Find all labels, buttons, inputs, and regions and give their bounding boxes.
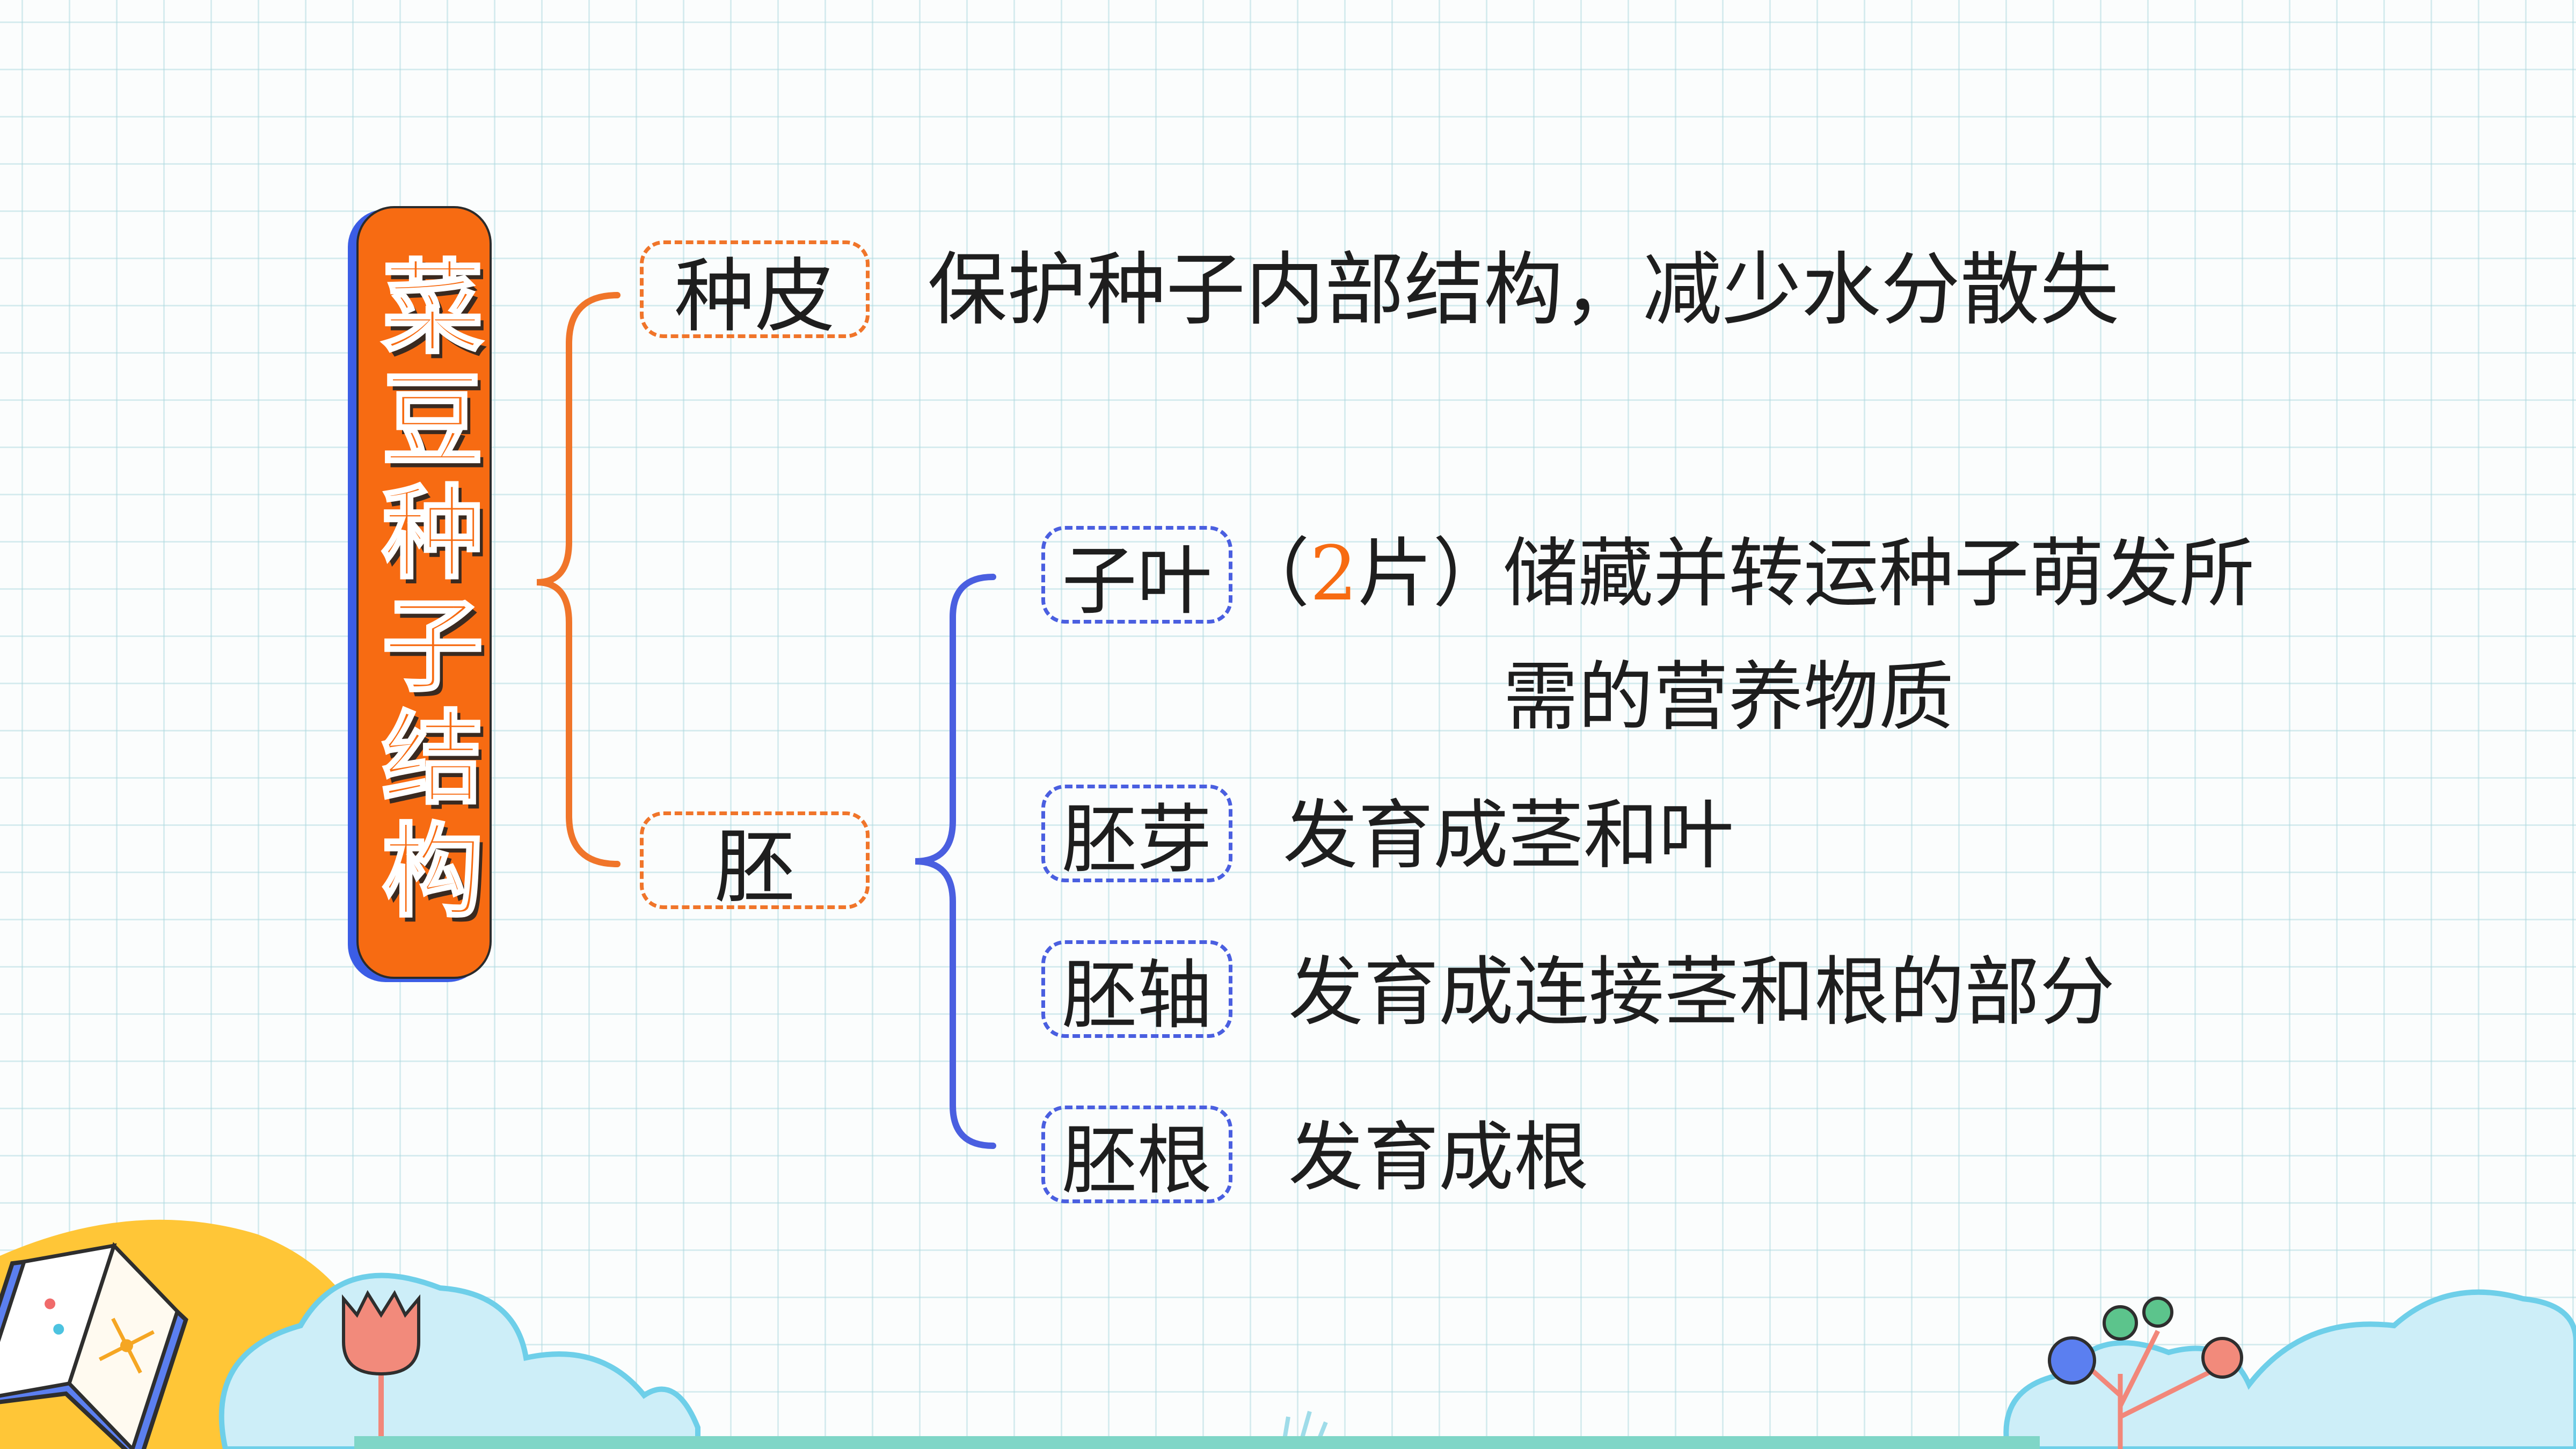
diagram-title: 菜豆种子结构: [364, 253, 485, 932]
embryo-bracket: [915, 574, 996, 1149]
cotyledon-count: （2片）: [1235, 530, 1508, 618]
node-hypocotyl: 胚轴: [1041, 940, 1232, 1040]
level1-bracket: [536, 292, 621, 867]
title-box: 菜豆种子结构: [356, 206, 492, 979]
radicle-desc: 发育成根: [1288, 1114, 1589, 1202]
cotyledon-desc-line1: 储藏并转运种子萌发所: [1503, 530, 2255, 618]
node-embryo: 胚: [640, 811, 870, 914]
node-cotyledon: 子叶: [1041, 526, 1232, 625]
node-seed-coat: 种皮: [640, 240, 870, 343]
seed-coat-desc: 保护种子内部结构，减少水分散失: [928, 244, 2119, 336]
node-embryo-label: 胚: [714, 821, 795, 914]
node-cotyledon-label: 子叶: [1061, 538, 1212, 625]
node-radicle: 胚根: [1041, 1106, 1232, 1205]
plumule-desc: 发育成茎和叶: [1283, 792, 1734, 880]
node-plumule: 胚芽: [1041, 785, 1232, 884]
hypocotyl-desc: 发育成连接茎和根的部分: [1288, 949, 2115, 1036]
node-hypocotyl-label: 胚轴: [1061, 952, 1212, 1040]
node-seed-coat-label: 种皮: [674, 250, 835, 343]
node-plumule-label: 胚芽: [1061, 796, 1212, 884]
node-radicle-label: 胚根: [1061, 1117, 1212, 1205]
cotyledon-desc-line2: 需的营养物质: [1503, 654, 1954, 741]
